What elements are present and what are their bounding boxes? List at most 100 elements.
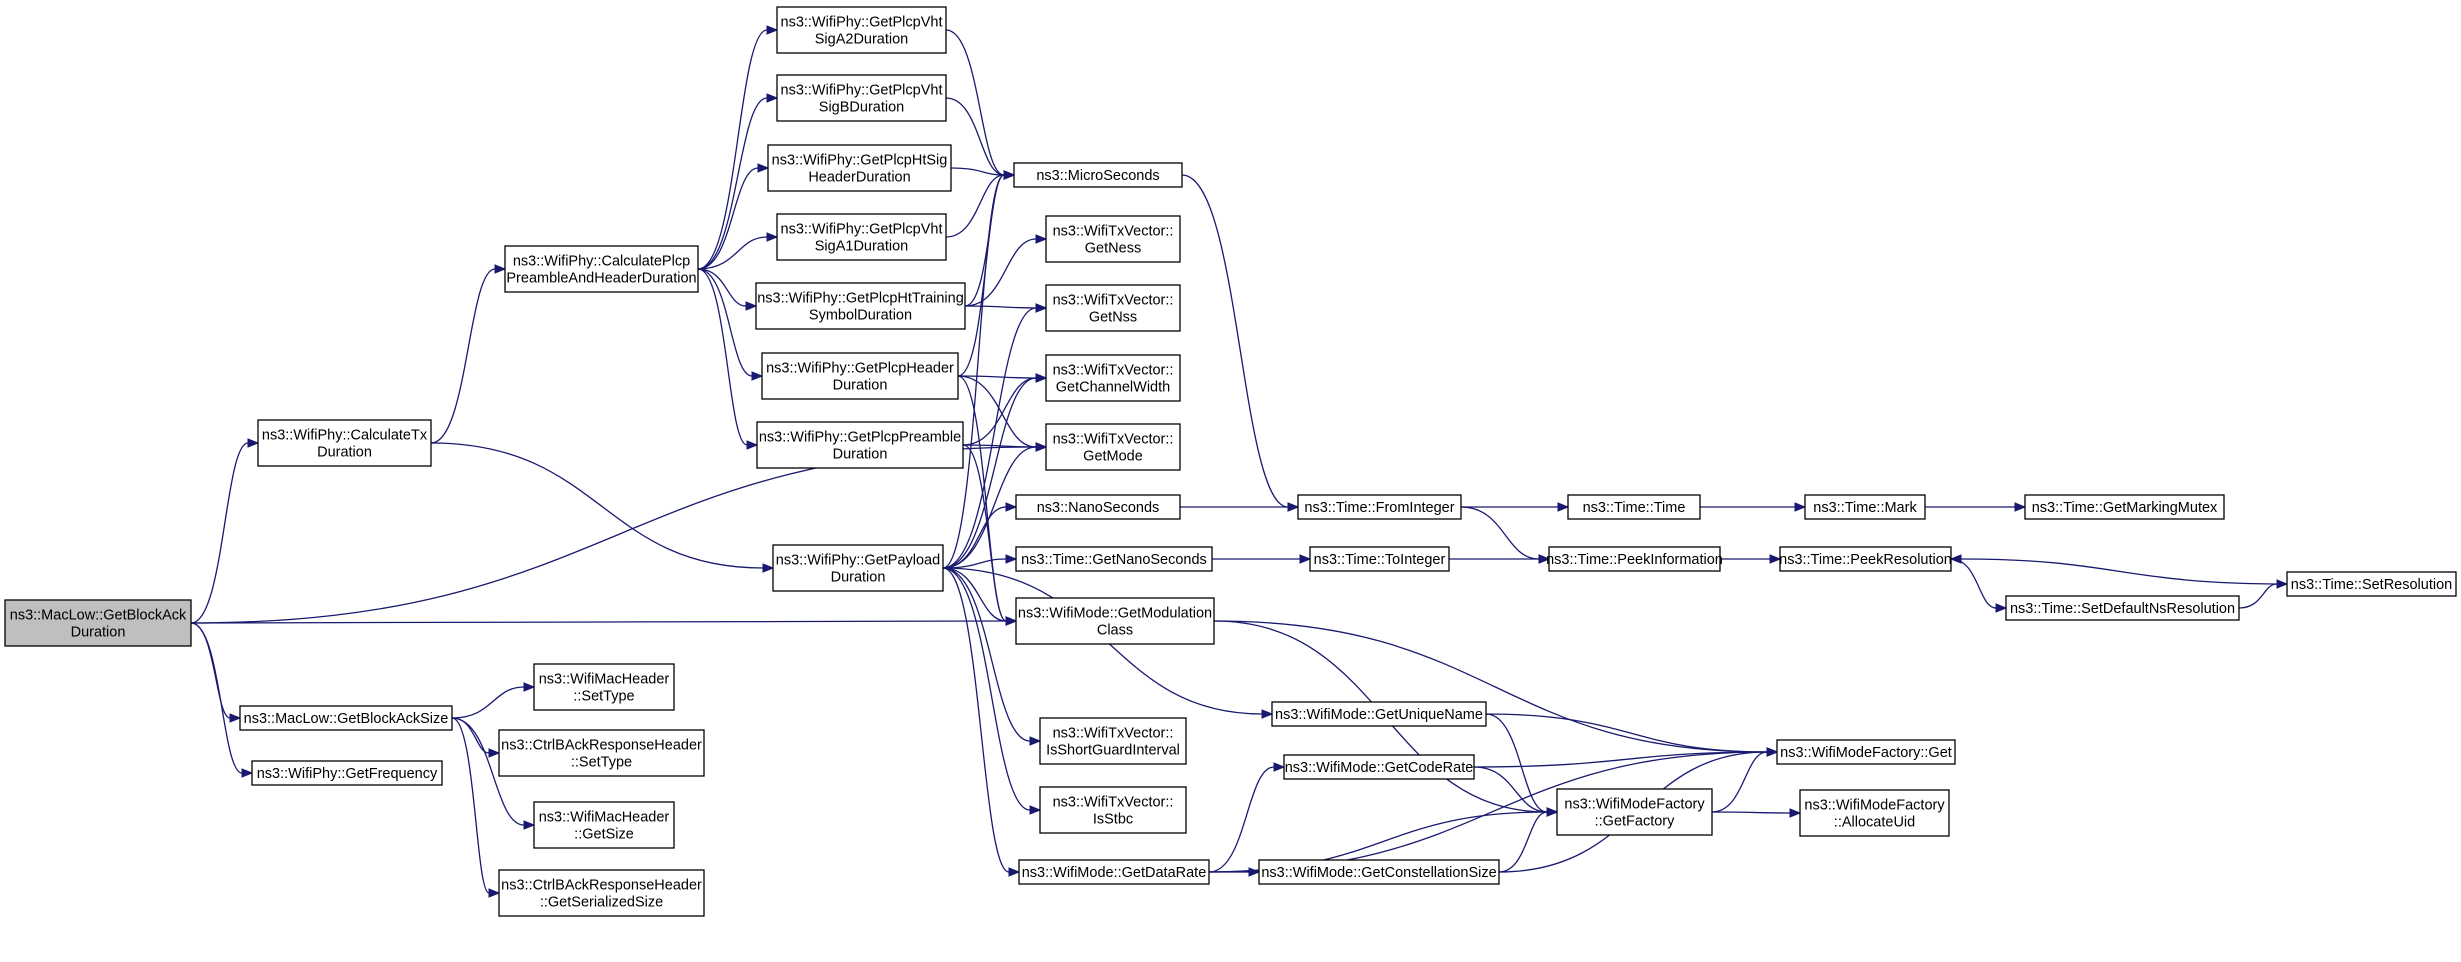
- node-label: ::SetType: [571, 755, 632, 771]
- node-time-time[interactable]: ns3::Time::Time: [1567, 494, 1701, 520]
- node-label: Duration: [833, 378, 888, 394]
- arrowhead-icon: [1538, 554, 1551, 564]
- node-ht-training[interactable]: ns3::WifiPhy::GetPlcpHtTrainingSymbolDur…: [755, 282, 966, 330]
- node-get-frequency[interactable]: ns3::WifiPhy::GetFrequency: [251, 760, 443, 786]
- edge-calculate-tx-duration-to-get-payload-duration: [430, 442, 775, 573]
- node-label: GetMode: [1083, 449, 1143, 465]
- arrowhead-icon: [1248, 867, 1261, 877]
- node-from-integer[interactable]: ns3::Time::FromInteger: [1297, 494, 1462, 520]
- node-label: ns3::NanoSeconds: [1037, 500, 1160, 516]
- node-label: ns3::Time::Time: [1583, 500, 1686, 516]
- node-calc-preamble[interactable]: ns3::WifiPhy::CalculatePlcpPreambleAndHe…: [504, 245, 699, 293]
- node-get-constellation-size[interactable]: ns3::WifiMode::GetConstellationSize: [1258, 859, 1500, 885]
- node-box: [257, 419, 432, 467]
- node-label: SymbolDuration: [809, 308, 912, 324]
- node-label: GetNess: [1085, 241, 1141, 257]
- edge-get-payload-duration-to-is-short-gi: [942, 567, 1042, 746]
- node-set-default-ns-resolution[interactable]: ns3::Time::SetDefaultNsResolution: [2005, 595, 2240, 621]
- node-box: [1548, 546, 1721, 572]
- node-allocate-uid[interactable]: ns3::WifiModeFactory::AllocateUid: [1799, 789, 1950, 837]
- edge-line: [190, 442, 249, 624]
- node-label: ::GetFactory: [1595, 814, 1676, 830]
- node-get-nano-seconds[interactable]: ns3::Time::GetNanoSeconds: [1015, 546, 1213, 572]
- node-is-stbc[interactable]: ns3::WifiTxVector::IsStbc: [1039, 786, 1187, 834]
- node-label: ns3::WifiPhy::CalculatePlcp: [513, 254, 690, 270]
- arrowhead-icon: [2014, 502, 2027, 512]
- node-factory-get[interactable]: ns3::WifiModeFactory::Get: [1776, 739, 1956, 765]
- node-label: ns3::Time::SetResolution: [2291, 577, 2452, 593]
- arrowhead-icon: [1008, 867, 1021, 877]
- node-label: Class: [1097, 623, 1133, 639]
- edge-set-resolution-to-peek-resolution: [1949, 554, 2288, 585]
- node-factory-get-factory[interactable]: ns3::WifiModeFactory::GetFactory: [1556, 788, 1713, 836]
- node-label: HeaderDuration: [808, 170, 910, 186]
- node-label: SigA2Duration: [815, 32, 909, 48]
- arrowhead-icon: [494, 264, 507, 274]
- node-peek-resolution[interactable]: ns3::Time::PeekResolution: [1779, 546, 1952, 572]
- arrowhead-icon: [1005, 502, 1018, 512]
- edge-calculate-tx-duration-to-calc-preamble: [430, 264, 507, 444]
- node-is-short-gi[interactable]: ns3::WifiTxVector::IsShortGuardInterval: [1039, 717, 1187, 765]
- node-ctrl-serialized[interactable]: ns3::CtrlBAckResponseHeader::GetSerializ…: [498, 869, 705, 917]
- edge-calc-preamble-to-ht-training: [697, 268, 758, 311]
- edge-line: [697, 167, 759, 270]
- node-label: ns3::WifiModeFactory: [1564, 797, 1705, 813]
- node-get-data-rate[interactable]: ns3::WifiMode::GetDataRate: [1018, 859, 1210, 885]
- arrowhead-icon: [1029, 805, 1042, 815]
- edge-get-block-ack-duration-to-get-mode: [190, 442, 1048, 624]
- arrowhead-icon: [1766, 747, 1779, 757]
- node-get-block-ack-size[interactable]: ns3::MacLow::GetBlockAckSize: [239, 705, 453, 731]
- node-get-channel-width[interactable]: ns3::WifiTxVector::GetChannelWidth: [1045, 354, 1181, 402]
- arrowhead-icon: [1035, 373, 1048, 383]
- node-label: ns3::WifiTxVector::: [1053, 224, 1174, 240]
- node-label: ns3::Time::PeekResolution: [1779, 552, 1952, 568]
- node-box: [4, 599, 192, 647]
- node-set-resolution[interactable]: ns3::Time::SetResolution: [2286, 571, 2457, 597]
- edge-calc-preamble-to-plcp-header: [697, 268, 764, 381]
- node-micro-seconds[interactable]: ns3::MicroSeconds: [1013, 162, 1183, 188]
- node-label: ns3::WifiModeFactory: [1804, 798, 1945, 814]
- node-box: [755, 282, 966, 330]
- node-label: ::GetSize: [574, 827, 634, 843]
- node-get-marking-mutex[interactable]: ns3::Time::GetMarkingMutex: [2024, 494, 2225, 520]
- node-get-ness[interactable]: ns3::WifiTxVector::GetNess: [1045, 215, 1181, 263]
- node-get-unique-name[interactable]: ns3::WifiMode::GetUniqueName: [1271, 701, 1487, 727]
- node-label: ns3::Time::PeekInformation: [1546, 552, 1723, 568]
- edge-peek-resolution-to-set-default-ns-resolution: [1950, 558, 2008, 613]
- node-get-code-rate[interactable]: ns3::WifiMode::GetCodeRate: [1283, 754, 1475, 780]
- edge-calc-preamble-to-vht-sig-a1: [697, 232, 779, 270]
- edge-line: [1498, 811, 1548, 873]
- node-box: [1556, 788, 1713, 836]
- edge-calc-preamble-to-vht-sig-b: [697, 93, 779, 270]
- arrowhead-icon: [523, 682, 536, 692]
- node-peek-information[interactable]: ns3::Time::PeekInformation: [1546, 546, 1723, 572]
- node-label: ::GetSerializedSize: [540, 895, 663, 911]
- node-label: ns3::CtrlBAckResponseHeader: [501, 738, 702, 754]
- node-mac-get-size[interactable]: ns3::WifiMacHeader::GetSize: [533, 801, 675, 849]
- node-get-mode[interactable]: ns3::WifiTxVector::GetMode: [1045, 423, 1181, 471]
- node-label: ns3::WifiMode::GetCodeRate: [1285, 760, 1474, 776]
- node-to-integer[interactable]: ns3::Time::ToInteger: [1309, 546, 1450, 572]
- edge-line: [451, 717, 525, 826]
- edge-get-payload-duration-to-get-data-rate: [942, 567, 1021, 877]
- node-nano-seconds[interactable]: ns3::NanoSeconds: [1015, 494, 1181, 520]
- node-label: ns3::WifiMacHeader: [539, 672, 670, 688]
- node-box: [1297, 494, 1462, 520]
- node-label: ns3::WifiMode::GetModulation: [1018, 606, 1212, 622]
- node-label: ns3::Time::SetDefaultNsResolution: [2010, 601, 2235, 617]
- node-ctrl-set-type[interactable]: ns3::CtrlBAckResponseHeader::SetType: [498, 729, 705, 777]
- node-label: ns3::WifiPhy::GetFrequency: [257, 766, 438, 782]
- node-get-nss[interactable]: ns3::WifiTxVector::GetNss: [1045, 284, 1181, 332]
- node-time-mark[interactable]: ns3::Time::Mark: [1804, 494, 1926, 520]
- node-mac-set-type[interactable]: ns3::WifiMacHeader::SetType: [533, 663, 675, 711]
